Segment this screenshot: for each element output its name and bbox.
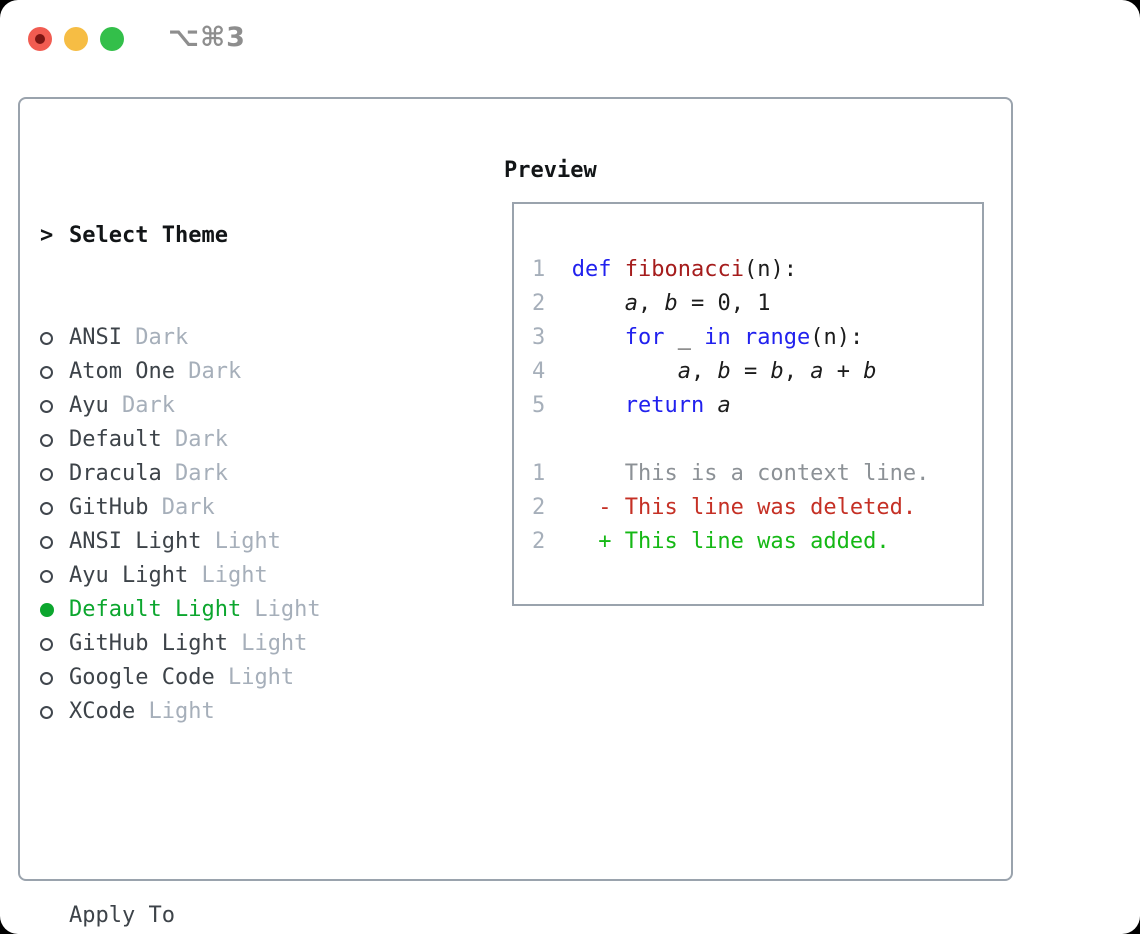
radio-icon	[40, 671, 53, 685]
radio-icon	[40, 569, 53, 583]
option-label: GitHub	[69, 495, 149, 520]
radio-icon	[40, 331, 53, 345]
theme-variant-label: Light	[214, 665, 295, 690]
theme-variant-label: Dark	[161, 461, 228, 486]
option-label: ANSI	[69, 325, 122, 350]
theme-option[interactable]: Google Code Light	[40, 661, 411, 695]
select-theme-header: > Select Theme	[40, 219, 411, 253]
theme-option[interactable]: ANSI Light Light	[40, 525, 411, 559]
window-title: ⌥⌘3	[168, 22, 246, 53]
radio-icon	[40, 637, 53, 651]
radio-icon	[40, 705, 53, 719]
option-label: XCode	[69, 699, 136, 724]
code-line	[532, 423, 982, 457]
theme-option[interactable]: ANSI Dark	[40, 321, 411, 355]
radio-icon	[40, 535, 53, 549]
code-line: 1 def fibonacci(n):	[532, 257, 797, 282]
option-label: Ayu	[69, 393, 109, 418]
preview-pane: 1 def fibonacci(n): 2 a, b = 0, 1 3 for _ …	[512, 202, 984, 606]
radio-selected-icon	[40, 603, 54, 617]
close-button[interactable]	[28, 27, 52, 51]
theme-variant-label: Dark	[161, 427, 228, 452]
theme-variant-label: Light	[241, 597, 321, 622]
theme-option[interactable]: Ayu Light Light	[40, 559, 411, 593]
option-label: Dracula	[69, 461, 162, 486]
theme-variant-label: Light	[201, 529, 281, 554]
spacer	[40, 797, 411, 831]
option-label: GitHub Light	[69, 631, 228, 656]
theme-option[interactable]: Dracula Dark	[40, 457, 411, 491]
theme-option[interactable]: GitHub Light Light	[40, 627, 411, 661]
theme-option[interactable]: Ayu Dark	[40, 389, 411, 423]
theme-option[interactable]: Atom One Dark	[40, 355, 411, 389]
code-line: 3 for _ in range(n):	[532, 325, 864, 350]
option-label: Default	[69, 427, 162, 452]
theme-variant-label: Dark	[148, 495, 215, 520]
preview-code: 1 def fibonacci(n): 2 a, b = 0, 1 3 for _ …	[532, 253, 982, 559]
theme-option[interactable]: Default Dark	[40, 423, 411, 457]
option-label: Default Light	[69, 597, 242, 622]
option-label: Ayu Light	[69, 563, 189, 588]
theme-variant-label: Light	[188, 563, 268, 588]
radio-icon	[40, 399, 53, 413]
code-line: 4 a, b = b, a + b	[532, 359, 877, 384]
radio-icon	[40, 501, 53, 515]
theme-variant-label: Light	[227, 631, 308, 656]
apply-to-title: Apply To	[69, 903, 175, 928]
radio-icon	[40, 433, 53, 447]
radio-icon	[40, 467, 53, 481]
code-line: 2 a, b = 0, 1	[532, 291, 771, 316]
prompt-icon: >	[40, 223, 54, 248]
theme-variant-label: Light	[135, 699, 215, 724]
apply-to-header: Apply To	[40, 899, 411, 933]
preview-title: Preview	[504, 158, 597, 183]
option-label: Atom One	[69, 359, 175, 384]
theme-option[interactable]: Default Light Light	[40, 593, 411, 627]
option-label: ANSI Light	[69, 529, 202, 554]
option-label: Google Code	[69, 665, 215, 690]
theme-variant-label: Dark	[121, 325, 189, 350]
theme-option[interactable]: GitHub Dark	[40, 491, 411, 525]
code-line: 2 - This line was deleted.	[532, 495, 917, 520]
code-line: 1 This is a context line.	[532, 461, 930, 486]
theme-option[interactable]: XCode Light	[40, 695, 411, 729]
theme-variant-label: Dark	[108, 393, 175, 418]
zoom-button[interactable]	[100, 27, 124, 51]
theme-variant-label: Dark	[174, 359, 242, 384]
minimize-button[interactable]	[64, 27, 88, 51]
radio-icon	[40, 365, 53, 379]
code-line: 5 return a	[532, 393, 731, 418]
code-line: 2 + This line was added.	[532, 529, 890, 554]
title-bar: ⌥⌘3	[0, 0, 1140, 78]
select-theme-title: Select Theme	[69, 223, 228, 248]
